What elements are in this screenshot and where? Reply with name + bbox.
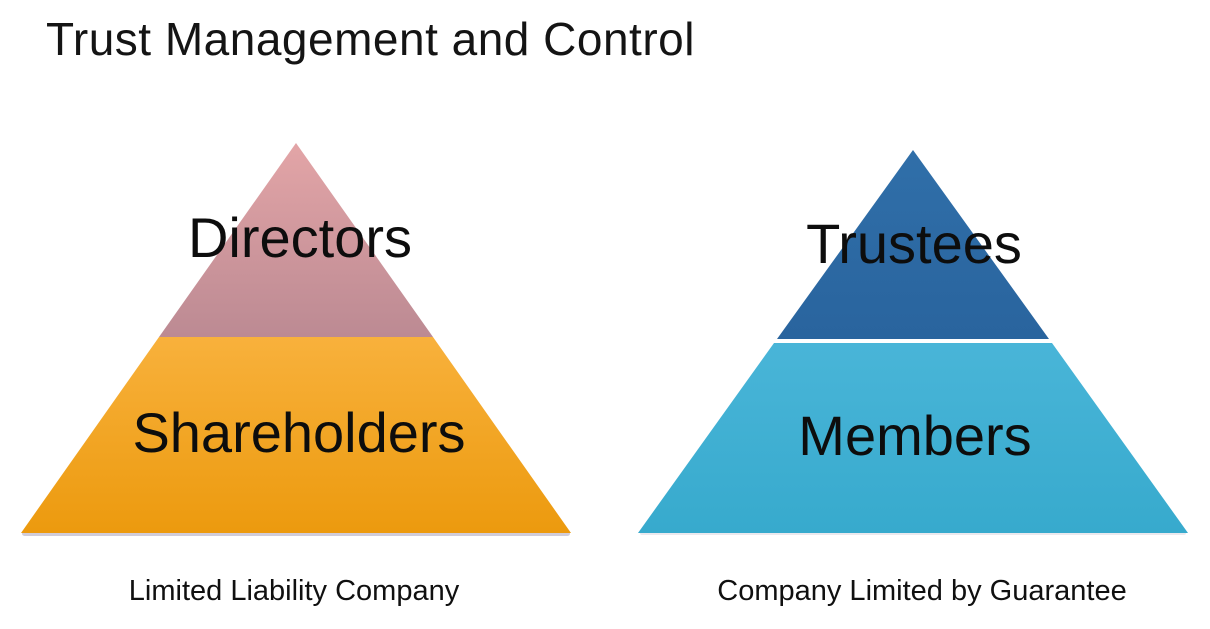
right-pyramid-bottom-label: Members [798,404,1031,467]
left-pyramid: Directors Shareholders [21,143,571,536]
left-pyramid-bottom-segment [21,337,571,533]
right-pyramid-top-label: Trustees [806,212,1022,275]
right-pyramid: Trustees Members [638,150,1188,535]
left-pyramid-top-segment [159,143,433,337]
left-pyramid-caption: Limited Liability Company [128,575,460,607]
right-pyramid-top-segment [777,150,1049,339]
left-pyramid-bottom-label: Shareholders [132,401,465,464]
right-pyramid-bottom-segment [638,343,1188,533]
slide-title: Trust Management and Control [46,13,695,65]
left-pyramid-top-label: Directors [188,206,412,269]
right-pyramid-caption: Company Limited by Guarantee [717,575,1127,607]
